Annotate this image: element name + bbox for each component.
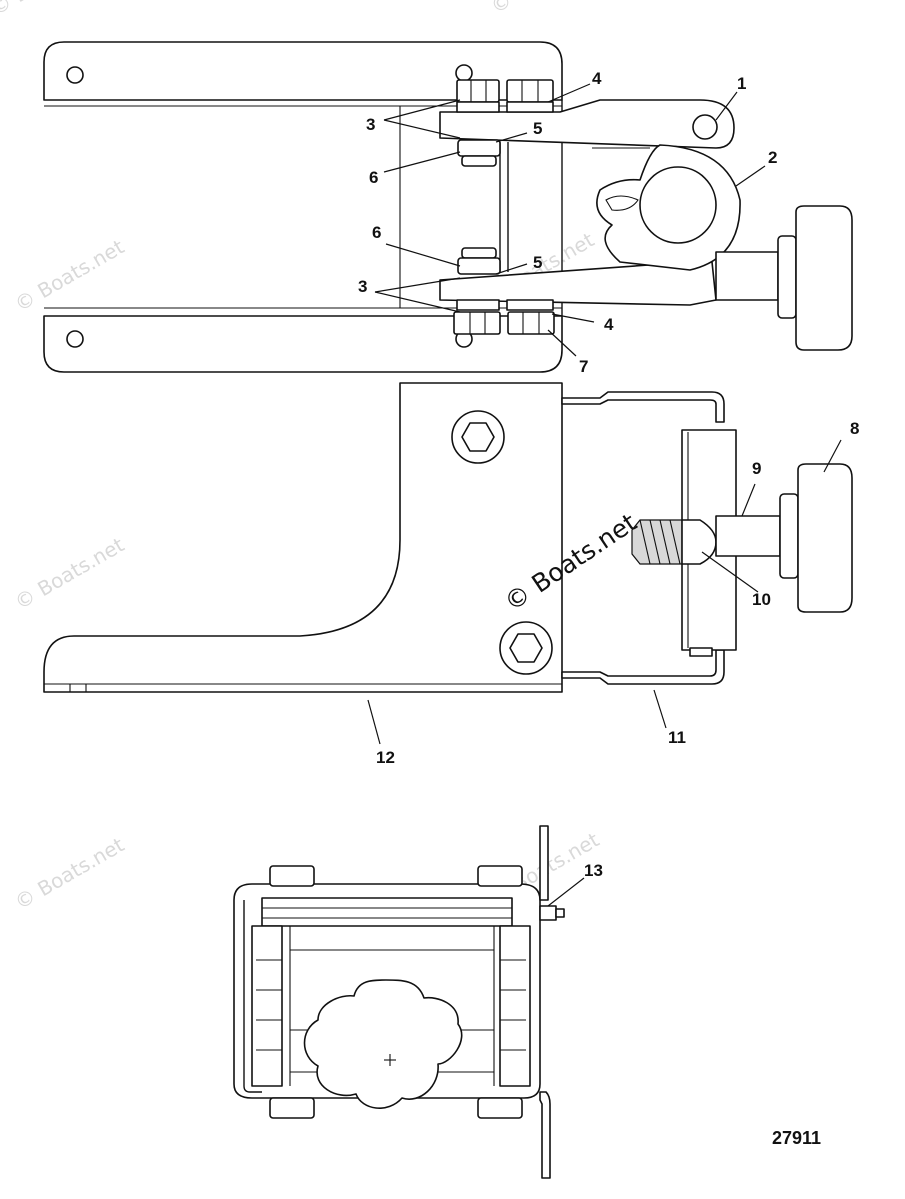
watermark-text: © Boats.net	[487, 0, 605, 18]
callout-10: 10	[752, 590, 771, 609]
callout-4: 4	[592, 69, 602, 88]
callout-9: 9	[752, 459, 761, 478]
callout-labels: 1 2 3 4 5 6 6 5 3 4 7 8 9 10 11 12 13 27…	[358, 69, 859, 1148]
callout-7: 7	[579, 357, 588, 376]
side-rail	[251, 925, 283, 1087]
side-view: © Boats.net	[43, 382, 853, 693]
mount-hole	[66, 66, 84, 84]
washer	[506, 299, 554, 311]
watermark-text: © Boats.net	[11, 234, 129, 316]
callout-8: 8	[850, 419, 859, 438]
hex-bolt	[477, 865, 523, 887]
callout-3: 3	[366, 115, 375, 134]
hex-bolt	[507, 311, 555, 335]
nut	[457, 139, 501, 157]
callout-4: 4	[604, 315, 614, 334]
pad	[689, 647, 713, 657]
nut	[461, 247, 497, 259]
star-knob	[303, 979, 463, 1109]
nut	[461, 155, 497, 167]
washer	[456, 299, 500, 311]
hex-bolt	[506, 79, 554, 103]
top-view	[43, 41, 853, 373]
callout-1: 1	[737, 74, 746, 93]
callout-13: 13	[584, 861, 603, 880]
hex-bolt	[269, 865, 315, 887]
callout-11: 11	[668, 728, 686, 747]
hex-bolt	[509, 633, 543, 663]
callout-6: 6	[372, 223, 381, 242]
mount-plate-upper	[43, 41, 563, 101]
knob	[797, 463, 853, 613]
hex-bolt	[477, 1097, 523, 1119]
callout-6: 6	[369, 168, 378, 187]
nut	[457, 257, 501, 275]
watermark-text: © Boats.net	[11, 532, 129, 614]
pivot-pin	[692, 114, 718, 140]
pin-tip	[555, 908, 565, 918]
pin	[455, 64, 473, 82]
watermark-text: © Boats.net	[11, 832, 129, 914]
watermark-text: © Boats.net	[0, 0, 104, 20]
bracket-arm	[539, 825, 549, 901]
mount-hole	[66, 330, 84, 348]
bracket-arm	[539, 1091, 551, 1179]
mount-plate-lower	[43, 315, 563, 373]
hex-bolt	[456, 79, 500, 103]
callout-3: 3	[358, 277, 367, 296]
knob-shaft	[715, 251, 779, 301]
side-rail	[499, 925, 531, 1087]
callout-12: 12	[376, 748, 395, 767]
callout-2: 2	[768, 148, 777, 167]
callout-5: 5	[533, 119, 542, 138]
diagram-id: 27911	[772, 1128, 821, 1148]
mounting-bracket	[43, 382, 563, 693]
knob-collar	[777, 235, 797, 319]
knob	[795, 205, 853, 351]
clamp-bar	[261, 897, 513, 927]
leader-lines	[367, 83, 842, 907]
end-view	[233, 825, 565, 1179]
hex-bolt	[269, 1097, 315, 1119]
washer	[456, 101, 500, 113]
washer	[506, 101, 554, 113]
clamp-ring-bore	[639, 166, 717, 244]
pin	[539, 905, 557, 921]
hex-bolt	[453, 311, 501, 335]
knob-shaft	[715, 515, 781, 557]
callout-5: 5	[533, 253, 542, 272]
channel-bracket	[561, 391, 725, 423]
hex-bolt	[461, 422, 495, 452]
knob-collar	[779, 493, 799, 579]
